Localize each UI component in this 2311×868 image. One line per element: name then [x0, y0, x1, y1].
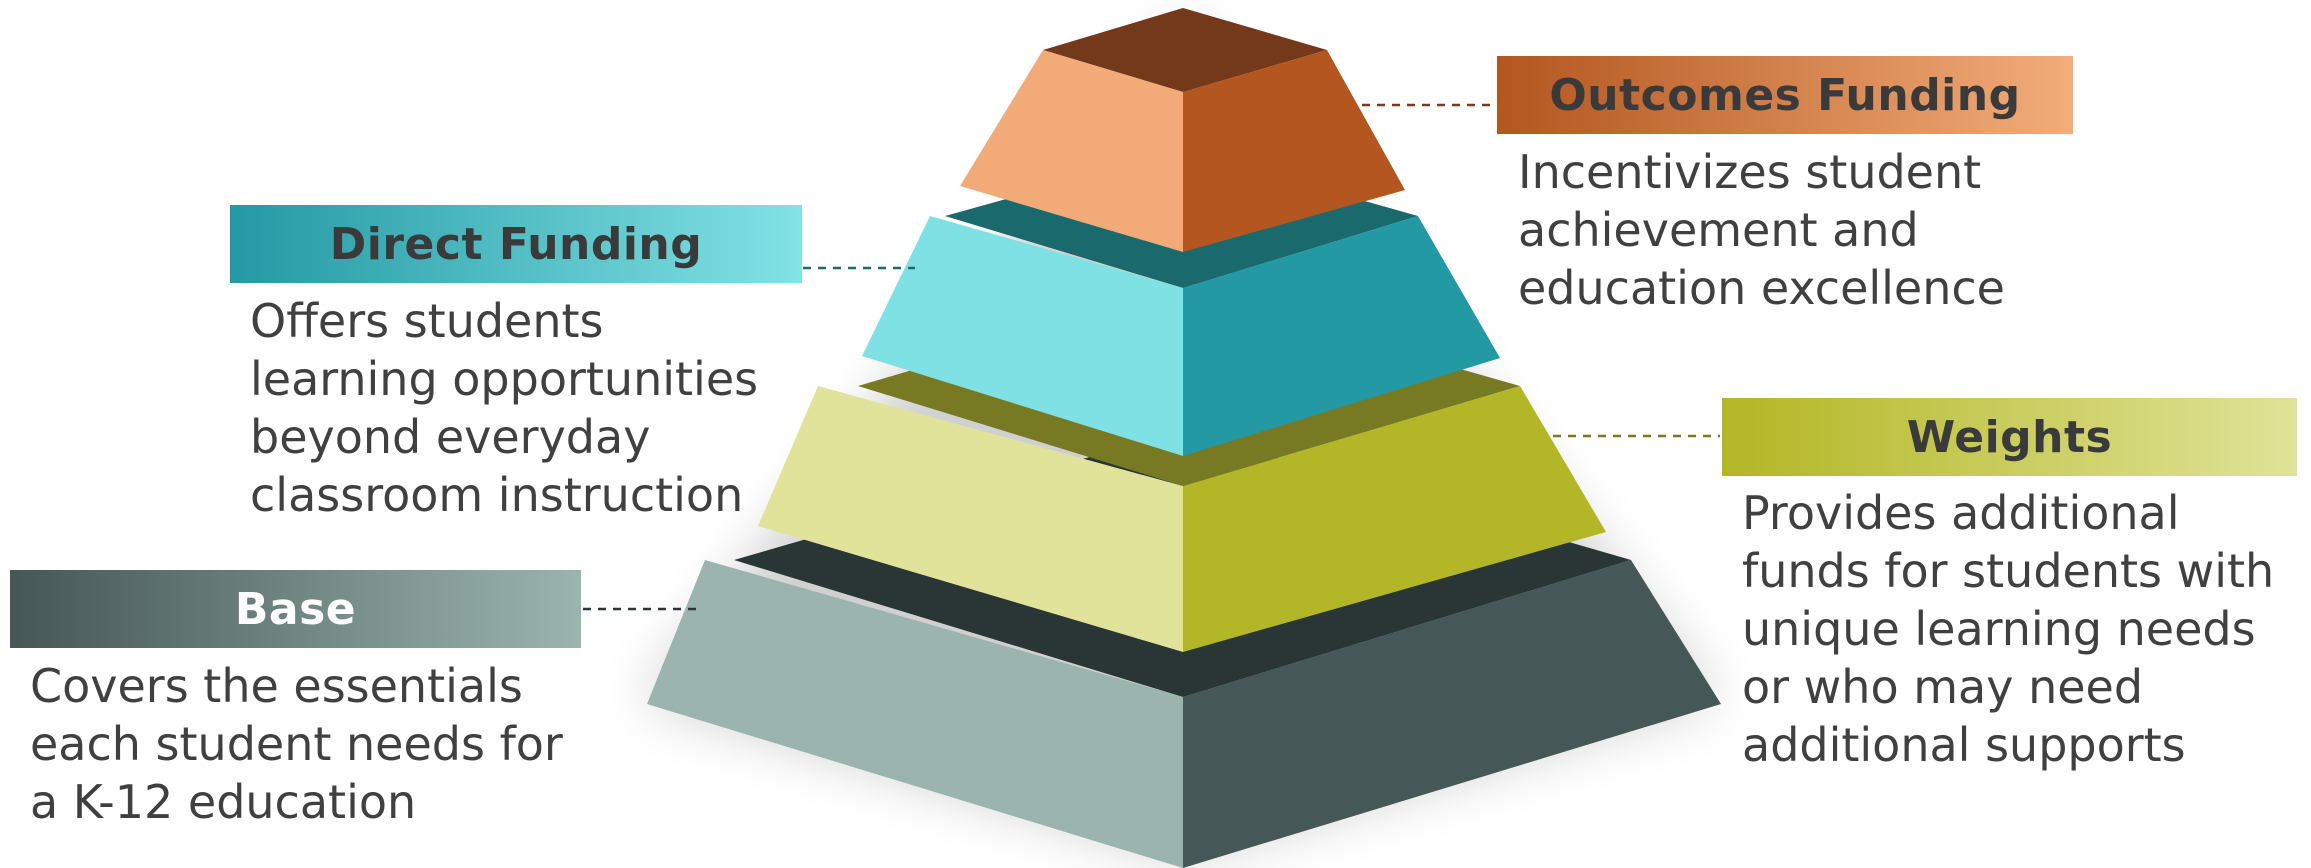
- outcomes-description-line: Incentivizes student: [1518, 145, 1982, 199]
- tier-direct-right-face: [1183, 216, 1500, 456]
- direct-description-line: Offers students: [250, 294, 604, 348]
- direct-description-line: classroom instruction: [250, 468, 744, 522]
- tier-outcomes-top: [1043, 8, 1327, 92]
- weights-description-line: unique learning needs: [1742, 602, 2256, 656]
- outcomes-funding-banner: Outcomes Funding: [1497, 56, 2073, 134]
- tier-outcomes-right-face: [1183, 50, 1405, 252]
- base-description-line: each student needs for: [30, 717, 563, 771]
- weights-description-line: funds for students with: [1742, 544, 2275, 598]
- base-description: Covers the essentials each student needs…: [30, 657, 563, 831]
- direct-funding-title: Direct Funding: [329, 218, 703, 270]
- weights-description: Provides additional funds for students w…: [1742, 484, 2274, 774]
- direct-description-line: beyond everyday: [250, 410, 651, 464]
- tier-base-left-face: [647, 560, 1183, 868]
- base-banner: Base: [10, 570, 581, 648]
- direct-funding-description: Offers students learning opportunities b…: [250, 292, 758, 524]
- weights-description-line: Provides additional: [1742, 486, 2180, 540]
- base-description-line: Covers the essentials: [30, 659, 523, 713]
- outcomes-funding-title: Outcomes Funding: [1549, 69, 2021, 121]
- weights-description-line: additional supports: [1742, 718, 2186, 772]
- weights-banner: Weights: [1722, 398, 2297, 476]
- outcomes-description-line: education excellence: [1518, 261, 2005, 315]
- tier-outcomes-left-face: [960, 50, 1183, 252]
- base-description-line: a K-12 education: [30, 775, 417, 829]
- tier-direct-left-face: [862, 216, 1183, 456]
- tier-weights-right-face: [1183, 386, 1606, 652]
- outcomes-description-line: achievement and: [1518, 203, 1919, 257]
- base-title: Base: [234, 583, 357, 635]
- weights-description-line: or who may need: [1742, 660, 2144, 714]
- tier-weights-left-face: [758, 386, 1183, 652]
- weights-title: Weights: [1906, 411, 2113, 463]
- direct-description-line: learning opportunities: [250, 352, 759, 406]
- tier-base-right-face: [1183, 560, 1721, 868]
- outcomes-funding-description: Incentivizes student achievement and edu…: [1518, 143, 2005, 317]
- direct-funding-banner: Direct Funding: [230, 205, 802, 283]
- tier-outcomes: [960, 8, 1405, 252]
